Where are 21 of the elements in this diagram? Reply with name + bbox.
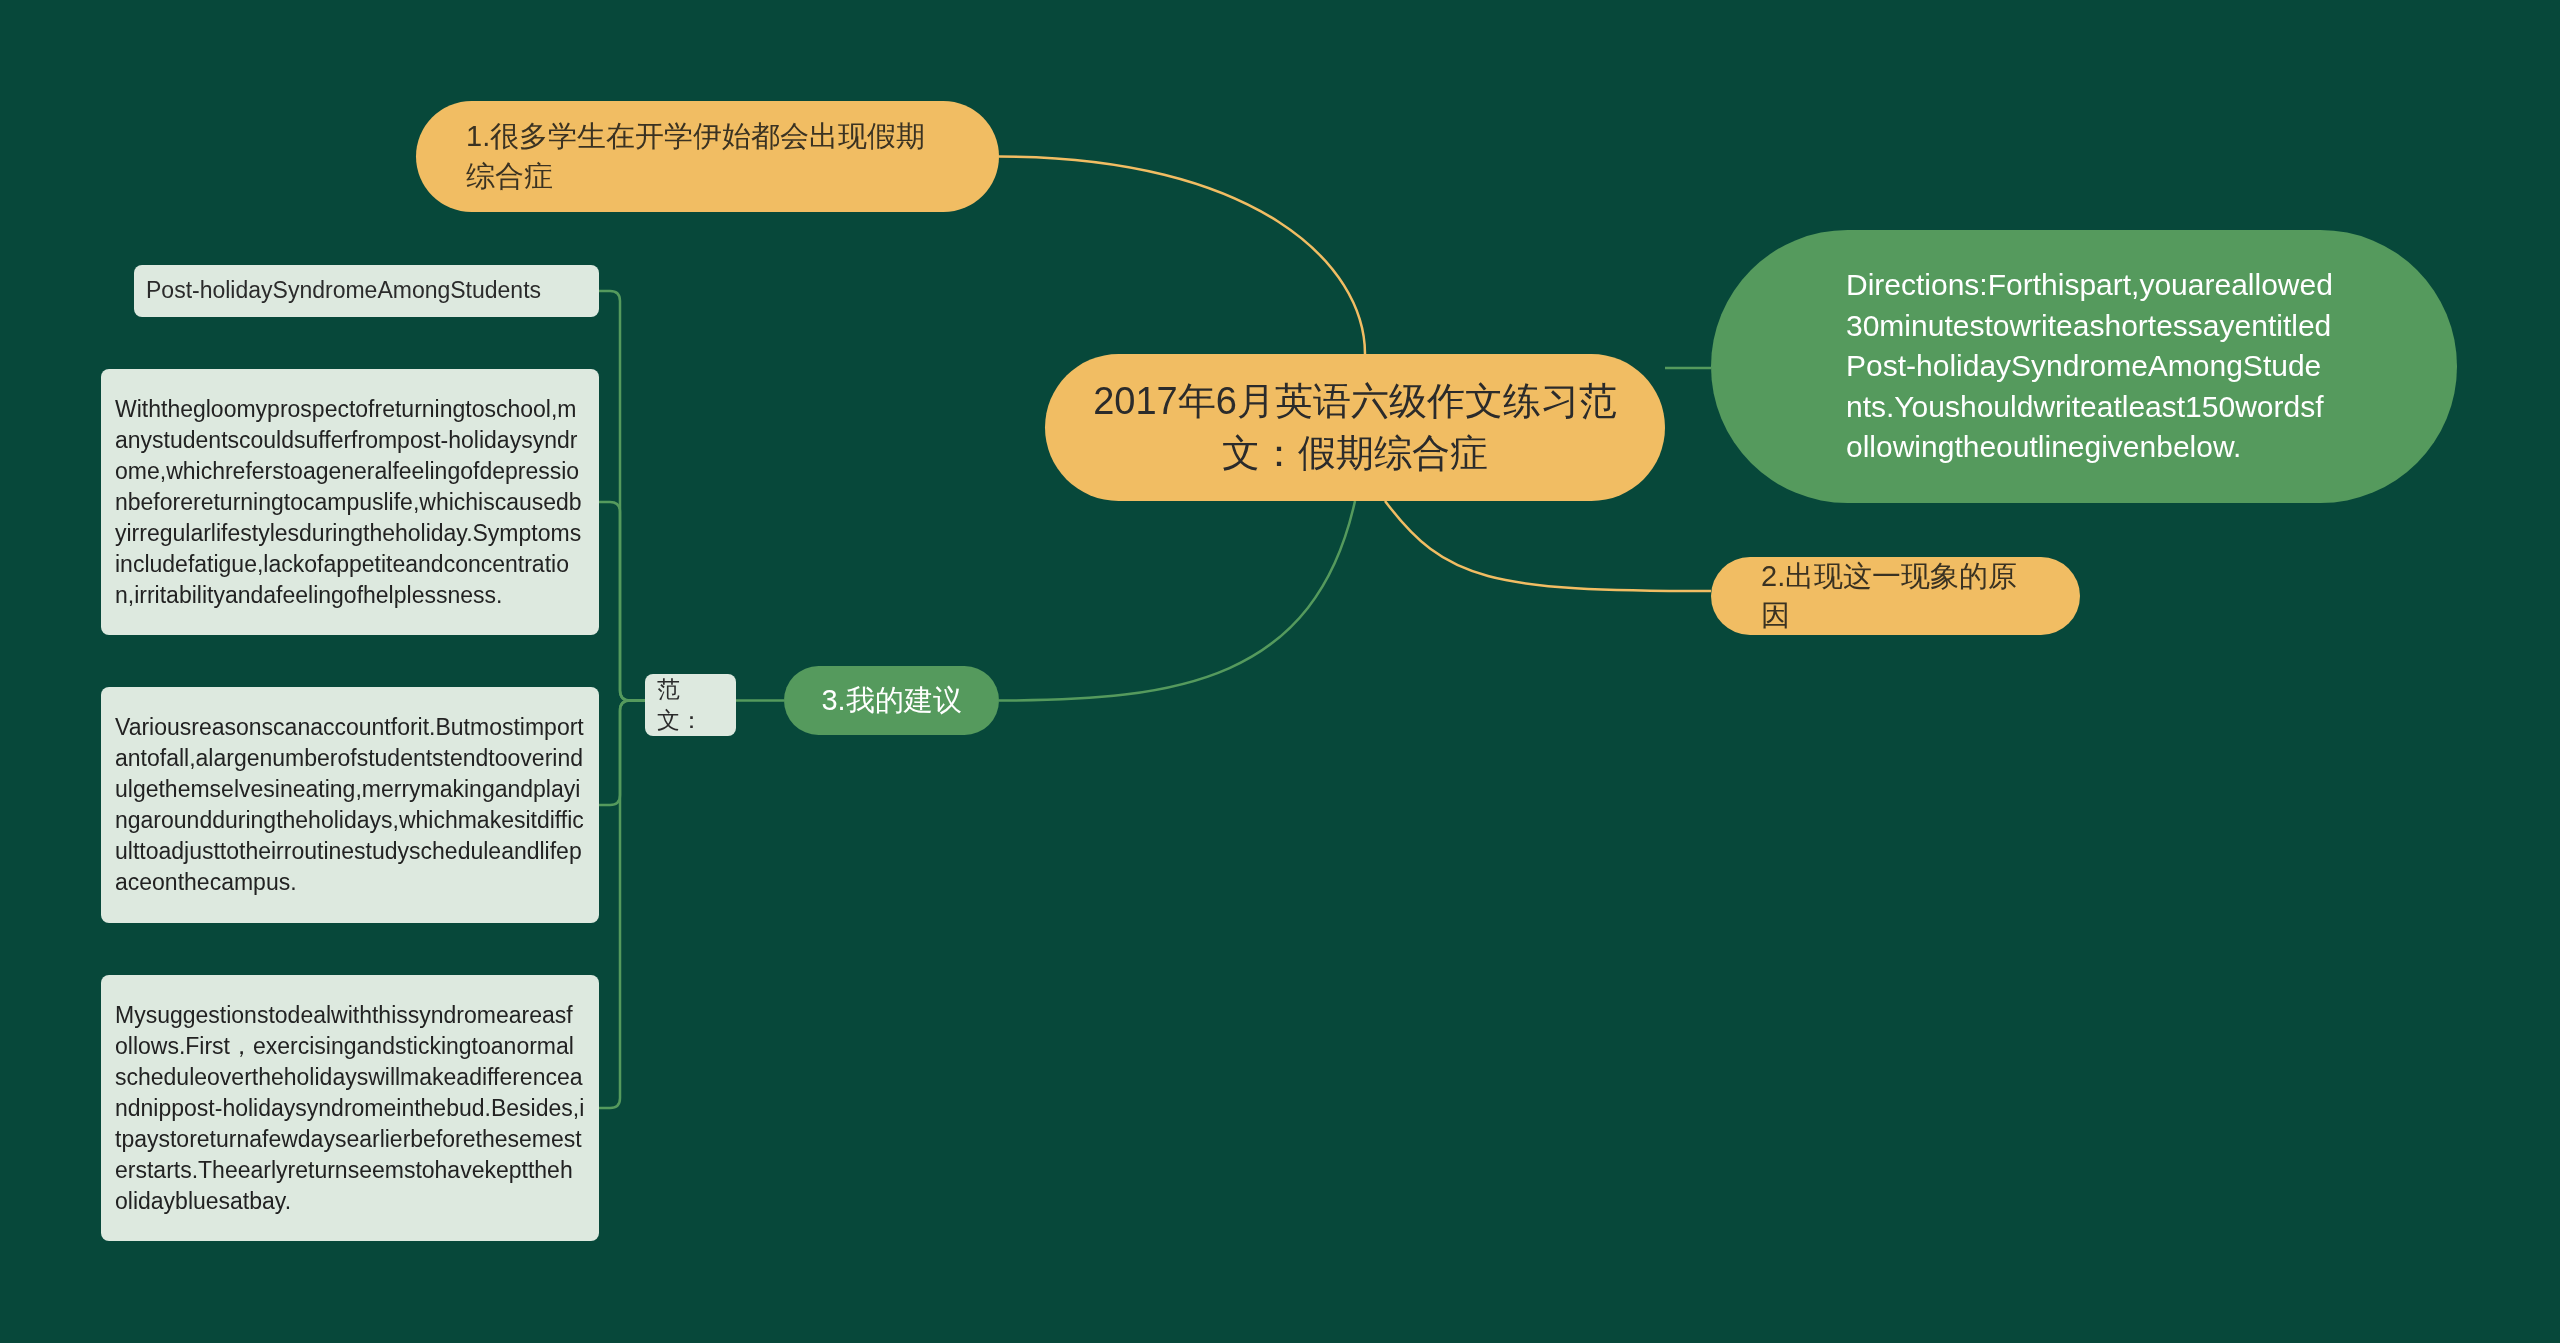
node-text: Post-holidaySyndromeAmongStudents (146, 276, 542, 306)
label-tag (645, 674, 736, 737)
label-tag (134, 265, 599, 317)
node-text: 2017年6月英语六级作文练习范文：假期综合症 (1092, 379, 1618, 476)
node-text: 3.我的建议 (821, 682, 962, 718)
connector-line (1665, 366, 1711, 370)
node-text: 范文： (657, 675, 704, 736)
connector-line (999, 500, 1357, 702)
node-text: Mysuggestionstodealwiththissyndromeareasfollows.First，exercisingandstickingtoanormalscheduleovertheholidayswillmakeadifferenceandnippost-holidaysyndromeinthebud.Besides,itpaystoreturnafewdaysearlierbeforethesemesterstarts.Theearlyreturnseemstohavekepttheholidaybluesatbay. (115, 1000, 585, 1216)
connector-line (1384, 500, 1711, 593)
node-text: 2.出现这一现象的原因 (1761, 559, 2019, 634)
connector-line (736, 699, 784, 702)
node-text: Variousreasonscanaccountforit.Butmostimportantofall,alargenumberofstudentstendtooverindulgethemselvesineating,merrymakingandplayingaroundduringtheholidays,whichmakesitdifficulttoadjusttotheirroutinestudyscheduleandlifepaceonthecampus. (115, 713, 585, 897)
node-text: Directions:Forthispart,youareallowed30minutestowriteashortessayentitledPost-holidaySyndromeAmongStudents.Youshouldwriteatleast150wordsfollowingtheoutlinegivenbelow. (1846, 267, 2334, 466)
connector-line (599, 699, 645, 1110)
connector-line (998, 155, 1367, 355)
node-text: 1.很多学生在开学伊始都会出现假期综合症 (466, 119, 927, 194)
text-card (101, 975, 599, 1241)
text-card (101, 687, 599, 923)
node-text: Withthegloomyprospectofreturningtoschool,manystudentscouldsufferfrompost-holidaysyndrome,whichreferstoageneralfeelingofdepressionbeforereturningtocampuslife,whichiscausedbyirregularlifestylesduringtheholiday.Symptomsincludefatigue,lackofappetiteandconcentration,irritabilityandafeelingofhelplessness. (115, 394, 583, 610)
text-card (101, 369, 599, 635)
